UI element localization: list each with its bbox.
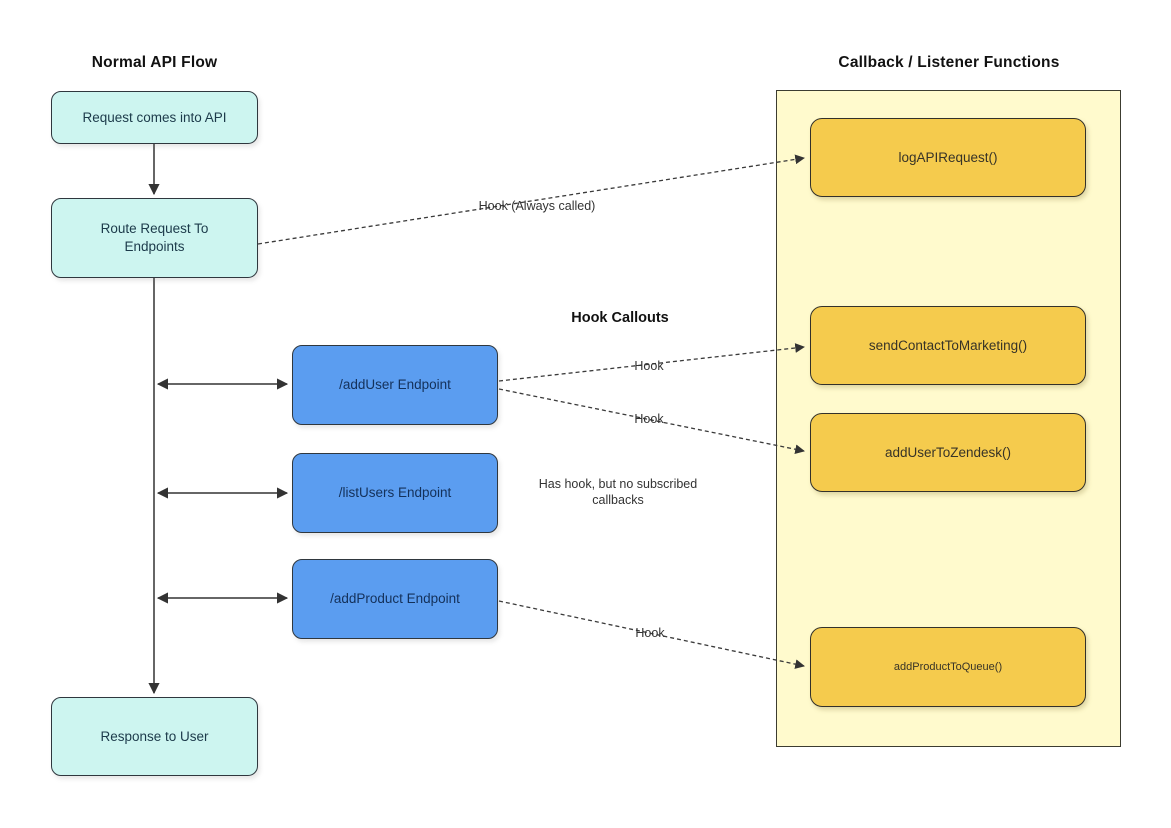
label-hook-callouts: Hook Callouts bbox=[571, 310, 669, 326]
label-hook-to-marketing: Hook bbox=[634, 359, 664, 373]
node-label: Response to User bbox=[100, 728, 209, 744]
node-label: /addUser Endpoint bbox=[339, 377, 451, 393]
node-label: Route Request To Endpoints bbox=[100, 221, 209, 254]
callback-panel-title: Callback / Listener Functions bbox=[838, 54, 1060, 71]
label-hook-to-queue: Hook bbox=[635, 626, 665, 640]
node-route-request-to-endpoints: Route Request To Endpoints bbox=[51, 198, 258, 278]
node-label: addUserToZendesk() bbox=[884, 444, 1012, 460]
label-hook-always-called: Hook (Always called) bbox=[478, 199, 596, 213]
node-response-to-user: Response to User bbox=[51, 697, 258, 776]
dashed-arrow-hook-to-sendcontacttomarketing bbox=[498, 343, 805, 382]
node-logapirequest: logAPIRequest() bbox=[810, 118, 1086, 197]
node-label: /listUsers Endpoint bbox=[338, 485, 452, 501]
dashed-arrow-hook-to-addusertozendesk bbox=[498, 388, 805, 455]
node-adduser-endpoint: /addUser Endpoint bbox=[292, 345, 498, 425]
node-label: addProductToQueue() bbox=[893, 660, 1003, 673]
label-no-subscribed-callbacks: Has hook, but no subscribed callbacks bbox=[538, 477, 698, 507]
node-request-comes-into-api: Request comes into API bbox=[51, 91, 258, 144]
node-label: Request comes into API bbox=[82, 109, 227, 125]
node-addproduct-endpoint: /addProduct Endpoint bbox=[292, 559, 498, 639]
left-flow-title: Normal API Flow bbox=[91, 54, 218, 71]
node-listusers-endpoint: /listUsers Endpoint bbox=[292, 453, 498, 533]
node-sendcontacttomarketing: sendContactToMarketing() bbox=[810, 306, 1086, 385]
dashed-arrow-hook-always-to-logapirequest bbox=[257, 154, 805, 245]
node-label: logAPIRequest() bbox=[898, 149, 998, 165]
label-hook-to-zendesk: Hook bbox=[634, 412, 664, 426]
node-addusertozendesk: addUserToZendesk() bbox=[810, 413, 1086, 492]
dashed-arrow-hook-to-addproducttoqueue bbox=[498, 600, 805, 669]
node-label: sendContactToMarketing() bbox=[868, 337, 1028, 353]
node-addproducttoqueue: addProductToQueue() bbox=[810, 627, 1086, 707]
node-label: /addProduct Endpoint bbox=[330, 591, 460, 607]
